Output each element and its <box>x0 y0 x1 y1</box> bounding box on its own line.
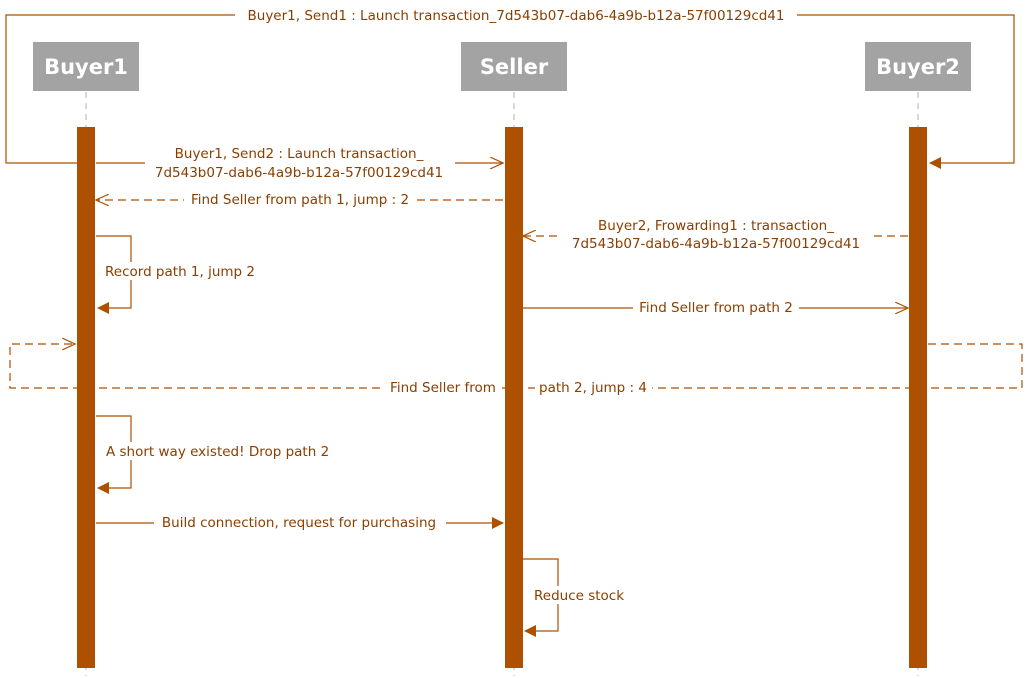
message-buyer2-forwarding1-label-line2: 7d543b07-dab6-4a9b-b12a-57f00129cd41 <box>572 236 860 252</box>
message-buyer1-send2-label-line1: Buyer1, Send2 : Launch transaction_ <box>175 146 424 162</box>
actor-buyer1: Buyer1 <box>33 42 139 91</box>
actor-seller: Seller <box>461 42 567 91</box>
actor-buyer1-label: Buyer1 <box>44 55 128 79</box>
message-buyer1-send1-label: Buyer1, Send1 : Launch transaction_7d543… <box>248 8 785 24</box>
actor-seller-label: Seller <box>480 55 549 79</box>
message-find-seller-path1-label: Find Seller from path 1, jump : 2 <box>191 192 409 208</box>
message-find-seller-path2-jump4-label-part1: Find Seller from <box>390 380 496 396</box>
activation-buyer2 <box>909 127 927 668</box>
message-record-path1-label: Record path 1, jump 2 <box>105 264 255 280</box>
message-buyer2-forwarding1-label-line1: Buyer2, Frowarding1 : transaction_ <box>598 218 834 234</box>
activation-buyer1 <box>77 127 95 668</box>
actor-buyer2-label: Buyer2 <box>876 55 960 79</box>
message-build-connection-label: Build connection, request for purchasing <box>162 515 436 531</box>
message-buyer1-send2-label-line2: 7d543b07-dab6-4a9b-b12a-57f00129cd41 <box>155 165 443 181</box>
actor-buyer2: Buyer2 <box>865 42 971 91</box>
message-find-seller-path2-jump4-label-part2: path 2, jump : 4 <box>539 380 647 396</box>
message-reduce-stock-label: Reduce stock <box>534 588 624 604</box>
message-find-seller-path2-label: Find Seller from path 2 <box>639 300 793 316</box>
message-drop-path2-label: A short way existed! Drop path 2 <box>106 444 329 460</box>
activation-seller <box>505 127 523 668</box>
